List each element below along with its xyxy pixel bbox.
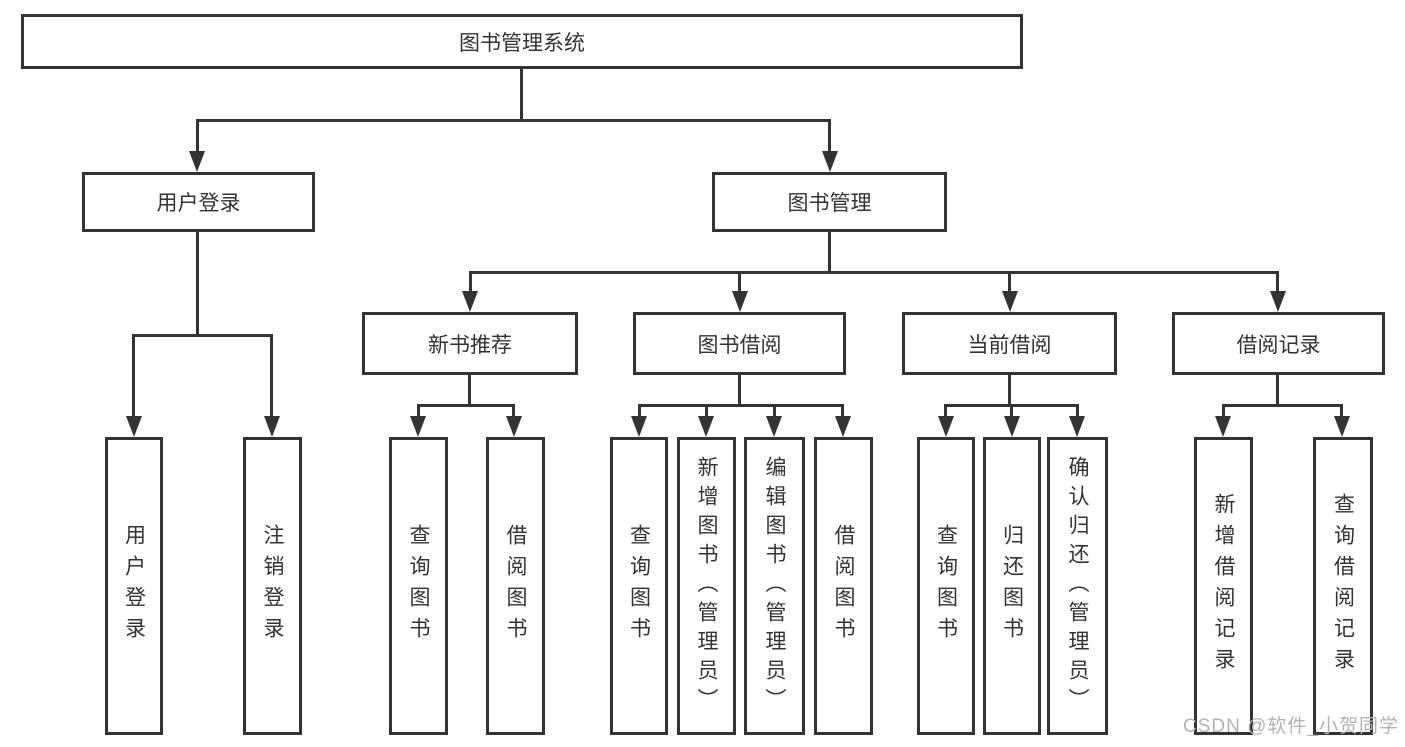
leaf-edit-books-admin: 编辑图书（管理员） xyxy=(744,437,805,735)
node-borrow-records: 借阅记录 xyxy=(1172,312,1385,375)
connector-line xyxy=(1008,375,1011,407)
arrow-down-icon xyxy=(410,416,426,437)
connector-line xyxy=(1222,404,1343,407)
arrow-down-icon xyxy=(698,416,714,437)
arrow-down-icon xyxy=(264,416,280,437)
connector-line xyxy=(1222,404,1225,417)
leaf-confirm-return-admin: 确认归还（管理员） xyxy=(1047,437,1108,735)
connector-line xyxy=(944,404,947,417)
node-book-borrow: 图书借阅 xyxy=(633,312,846,375)
arrow-down-icon xyxy=(835,416,851,437)
connector-line xyxy=(1340,404,1343,417)
arrow-down-icon xyxy=(631,416,647,437)
connector-line xyxy=(1076,404,1079,417)
connector-line xyxy=(773,404,776,417)
connector-line xyxy=(638,404,844,407)
leaf-query-books: 查询图书 xyxy=(389,437,448,735)
leaf-add-borrow-record: 新增借阅记录 xyxy=(1194,437,1253,735)
connector-line xyxy=(738,375,741,406)
arrow-down-icon xyxy=(1069,416,1085,437)
connector-line xyxy=(1008,271,1011,292)
node-book-mgmt: 图书管理 xyxy=(712,172,947,232)
arrow-down-icon xyxy=(822,151,838,172)
node-new-books: 新书推荐 xyxy=(362,312,578,375)
arrow-down-icon xyxy=(1004,416,1020,437)
connector-line xyxy=(738,271,741,292)
arrow-down-icon xyxy=(1002,291,1018,312)
connector-line xyxy=(828,119,831,152)
arrow-down-icon xyxy=(126,416,142,437)
connector-line xyxy=(468,375,471,407)
connector-line xyxy=(1276,375,1279,407)
connector-line xyxy=(828,232,831,273)
arrow-down-icon xyxy=(1270,291,1286,312)
connector-line xyxy=(638,404,641,417)
connector-line xyxy=(196,119,199,152)
csdn-watermark: CSDN @软件_小贺同学 xyxy=(1183,716,1399,737)
arrow-down-icon xyxy=(189,151,205,172)
arrow-down-icon xyxy=(506,416,522,437)
node-root: 图书管理系统 xyxy=(21,14,1023,69)
connector-line xyxy=(270,334,273,416)
leaf-borrow-books: 借阅图书 xyxy=(814,437,873,735)
leaf-borrow-books: 借阅图书 xyxy=(486,437,545,735)
leaf-return-books: 归还图书 xyxy=(983,437,1041,735)
leaf-add-books-admin: 新增图书（管理员） xyxy=(677,437,736,735)
connector-line xyxy=(1276,271,1279,292)
arrow-down-icon xyxy=(1334,416,1350,437)
leaf-query-books: 查询图书 xyxy=(610,437,668,735)
connector-line xyxy=(196,119,831,122)
connector-line xyxy=(469,271,472,292)
leaf-user-login: 用户登录 xyxy=(105,437,163,735)
connector-line xyxy=(705,404,708,417)
connector-line xyxy=(417,404,420,417)
connector-line xyxy=(841,404,844,417)
leaf-query-books: 查询图书 xyxy=(917,437,975,735)
connector-line xyxy=(469,271,1279,274)
connector-line xyxy=(512,404,515,417)
leaf-query-borrow-record: 查询借阅记录 xyxy=(1313,437,1373,735)
arrow-down-icon xyxy=(462,291,478,312)
connector-line xyxy=(520,69,523,121)
connector-line xyxy=(417,404,515,407)
arrow-down-icon xyxy=(1215,416,1231,437)
arrow-down-icon xyxy=(938,416,954,437)
connector-line xyxy=(196,232,199,337)
connector-line xyxy=(1010,404,1013,417)
arrow-down-icon xyxy=(766,416,782,437)
arrow-down-icon xyxy=(732,291,748,312)
node-user-login: 用户登录 xyxy=(82,172,315,232)
connector-line xyxy=(132,334,135,416)
connector-line xyxy=(132,334,273,337)
node-current-borrow: 当前借阅 xyxy=(902,312,1117,375)
leaf-logout: 注销登录 xyxy=(243,437,302,735)
